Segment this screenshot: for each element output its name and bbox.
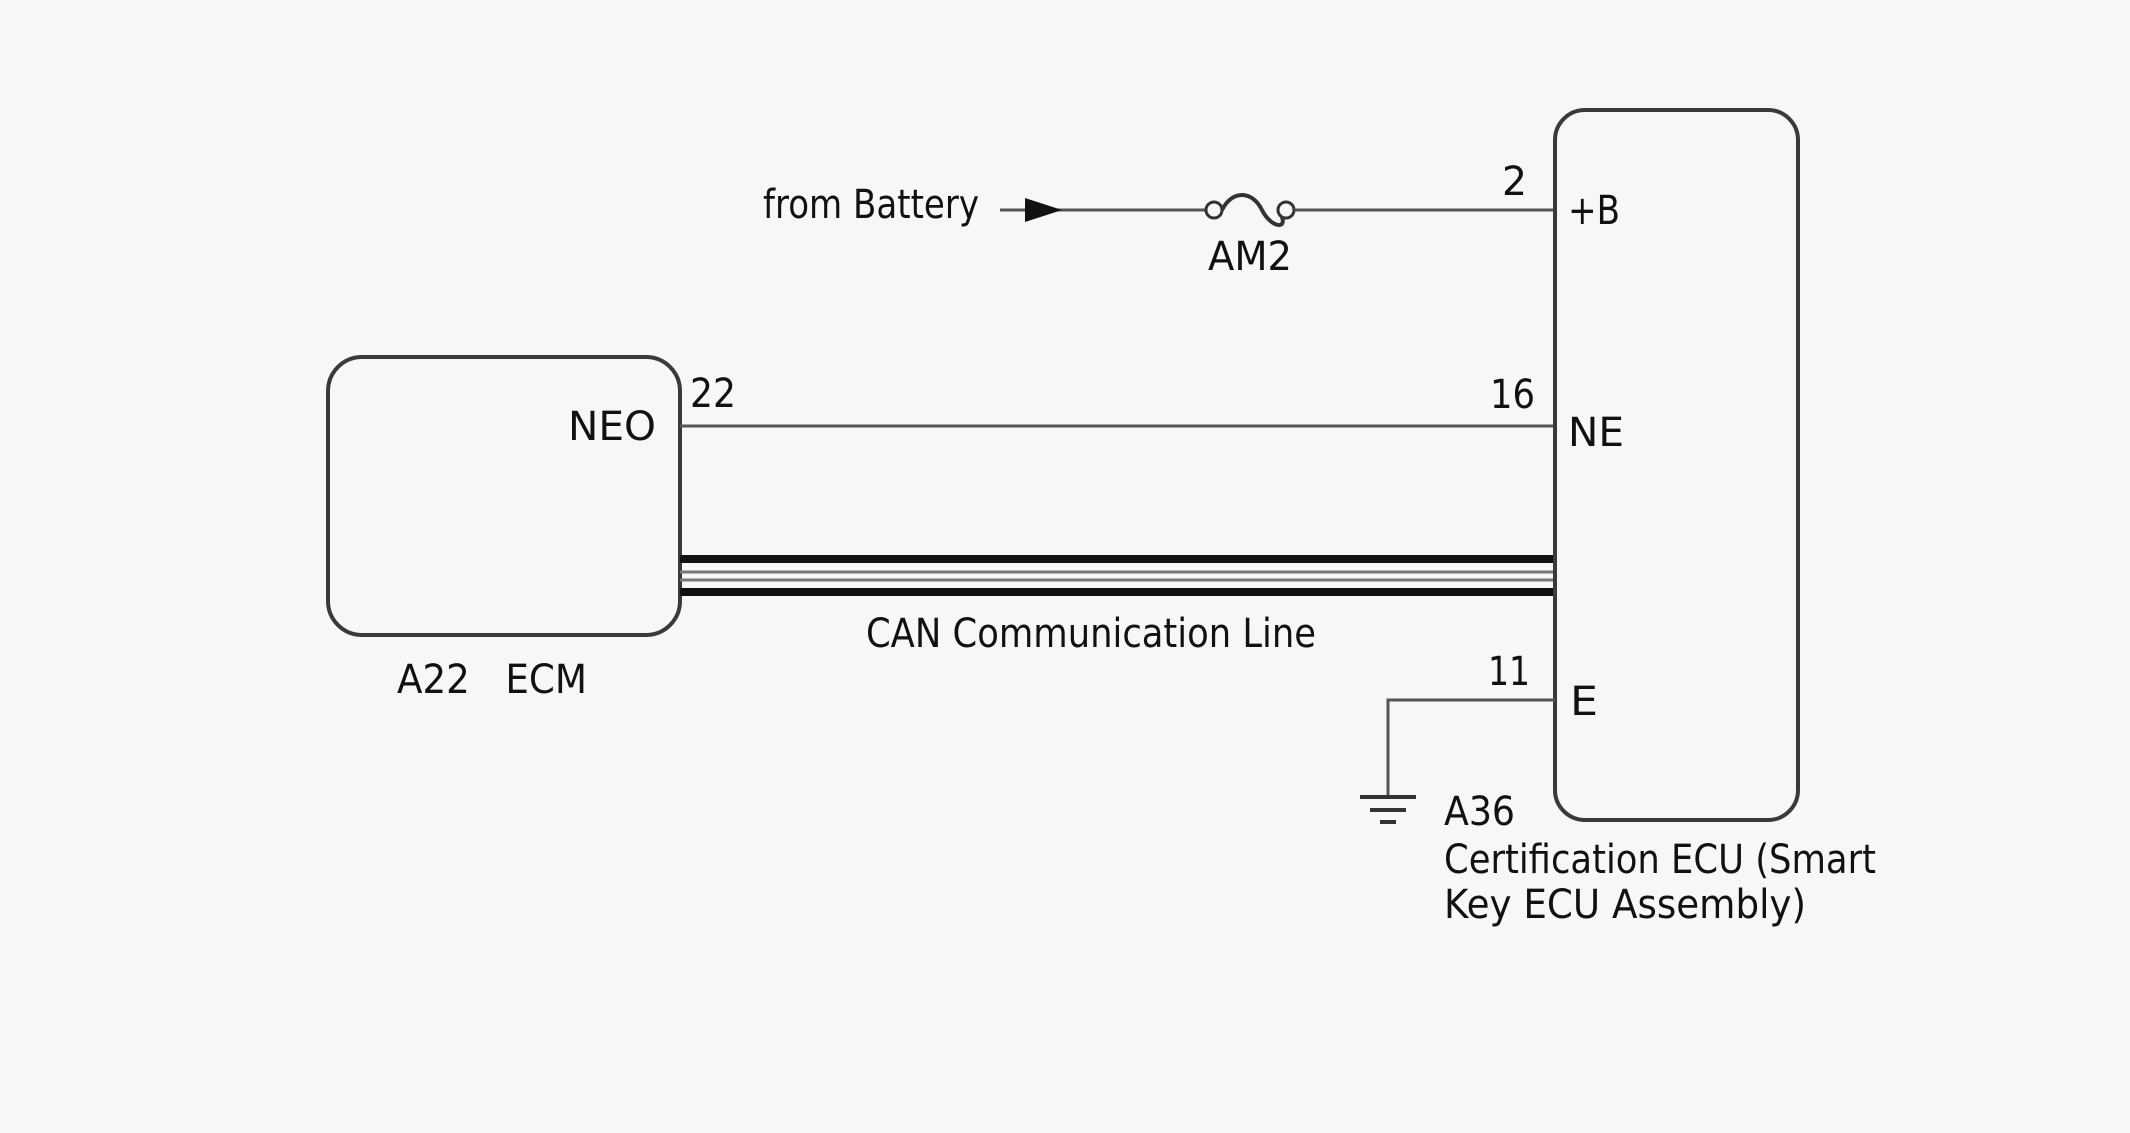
- fuse-icon: [1220, 193, 1285, 227]
- fuse-right-terminal: [1276, 200, 1296, 220]
- battery-arrow-icon: [1025, 198, 1062, 222]
- ecu-name-line1: Certification ECU (Smart: [1444, 837, 1876, 883]
- ecm-label: A22 ECM: [397, 657, 587, 703]
- fuse-label: AM2: [1208, 234, 1292, 280]
- can-line-label: CAN Communication Line: [866, 611, 1316, 657]
- ecu-name-line2: Key ECU Assembly): [1444, 882, 1806, 928]
- battery-label: from Battery: [763, 182, 979, 228]
- ecm-pin-22: 22: [690, 371, 736, 417]
- ecu-pin-16: 16: [1490, 372, 1535, 418]
- fuse-left-terminal: [1204, 200, 1224, 220]
- ecu-terminal-plus-b: +B: [1568, 188, 1620, 234]
- ground-icon: [1360, 795, 1416, 824]
- ecu-pin-2: 2: [1502, 159, 1527, 205]
- ecu-terminal-ne: NE: [1568, 410, 1624, 456]
- ecm-box: [326, 355, 682, 637]
- ecu-connector-label: A36: [1444, 789, 1515, 835]
- ground-wire: [1386, 698, 1555, 795]
- ecm-terminal-neo: NEO: [568, 404, 656, 450]
- ecu-pin-11: 11: [1488, 649, 1530, 695]
- ecu-terminal-e: E: [1570, 679, 1598, 725]
- smart-key-ecu-box: [1553, 108, 1800, 822]
